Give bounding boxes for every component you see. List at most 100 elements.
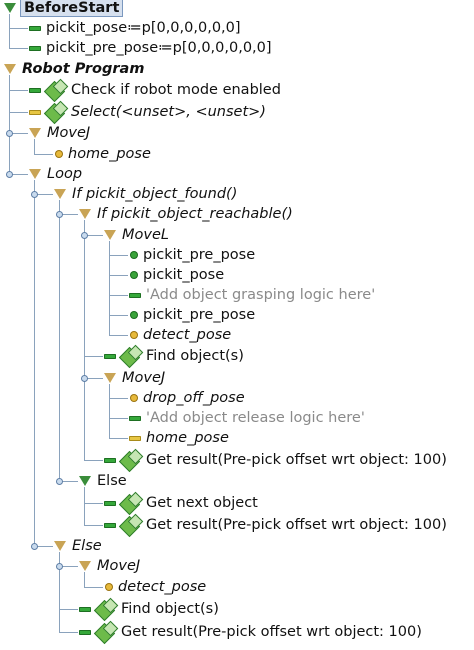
tree-node-wp-pickit-pre-pose-1[interactable]: pickit_pre_pose (129, 245, 255, 265)
tree-node-label: Get next object (146, 495, 258, 511)
waypoint-icon (131, 252, 137, 258)
tree-node-comment-release[interactable]: 'Add object release logic here' (129, 408, 365, 428)
pickit-icon (121, 347, 141, 365)
tree-connector (109, 315, 128, 316)
tree-connector (84, 525, 103, 526)
tree-node-label: MoveL (122, 227, 169, 243)
tree-node-find-objects-2[interactable]: Find object(s) (79, 599, 219, 619)
tree-node-movel[interactable]: MoveL (104, 225, 169, 245)
expand-toggle[interactable] (6, 130, 13, 137)
tree-node-label: MoveJ (97, 558, 141, 574)
tree-node-label: pickit_pre_pose≔p[0,0,0,0,0,0] (46, 40, 272, 56)
tree-guide (59, 200, 60, 481)
expand-toggle[interactable] (6, 171, 13, 178)
tree-node-if-object-reachable[interactable]: If pickit_object_reachable() (79, 204, 293, 224)
tree-node-label: Else (97, 473, 127, 489)
assignment-icon (104, 500, 116, 506)
tree-connector (84, 587, 103, 588)
assignment-icon (129, 415, 141, 421)
tree-node-assign-pickit-pre-pose[interactable]: pickit_pre_pose≔p[0,0,0,0,0,0] (29, 38, 272, 58)
tree-node-comment-grasping[interactable]: 'Add object grasping logic here' (129, 285, 375, 305)
tree-node-get-result-1[interactable]: Get result(Pre-pick offset wrt object: 1… (104, 450, 447, 470)
assignment-icon (104, 457, 116, 463)
pickit-icon (96, 623, 116, 641)
expand-triangle-icon (54, 541, 66, 551)
tree-node-select-unset[interactable]: Select(<unset>, <unset>) (29, 102, 266, 122)
expand-toggle[interactable] (31, 543, 38, 550)
tree-connector (84, 503, 103, 504)
expand-toggle[interactable] (56, 563, 63, 570)
tree-node-label: MoveJ (122, 370, 166, 386)
tree-node-get-result-3[interactable]: Get result(Pre-pick offset wrt object: 1… (79, 622, 422, 642)
pickit-icon (121, 494, 141, 512)
tree-node-get-next-object[interactable]: Get next object (104, 493, 258, 513)
tree-guide (34, 180, 35, 546)
expand-toggle[interactable] (56, 478, 63, 485)
tree-node-if-object-found[interactable]: If pickit_object_found() (54, 184, 237, 204)
tree-connector (34, 154, 53, 155)
tree-guide (84, 220, 85, 378)
tree-node-else-2[interactable]: Else (54, 536, 102, 556)
waypoint-icon (106, 584, 112, 590)
tree-node-check-robot-mode[interactable]: Check if robot mode enabled (29, 80, 281, 100)
tree-guide (9, 75, 10, 112)
tree-node-loop[interactable]: Loop (29, 164, 82, 184)
expand-toggle[interactable] (81, 232, 88, 239)
tree-node-label: MoveJ (47, 125, 91, 141)
tree-node-wp-home-pose-2[interactable]: home_pose (129, 428, 229, 448)
tree-connector (84, 356, 103, 357)
tree-guide (9, 75, 10, 133)
waypoint-icon (131, 395, 137, 401)
pickit-icon (46, 103, 66, 121)
tree-node-movej-3[interactable]: MoveJ (79, 556, 140, 576)
tree-guide (59, 552, 60, 609)
tree-node-assign-pickit-pose[interactable]: pickit_pose≔p[0,0,0,0,0,0] (29, 18, 241, 38)
tree-node-label: If pickit_object_found() (72, 186, 238, 202)
expand-triangle-icon (104, 373, 116, 383)
tree-guide (109, 384, 110, 438)
expand-triangle-icon (79, 476, 91, 486)
expand-triangle-icon (79, 561, 91, 571)
tree-node-wp-drop-off-pose[interactable]: drop_off_pose (129, 388, 245, 408)
tree-node-else-1[interactable]: Else (79, 471, 127, 491)
tree-node-robot-program[interactable]: Robot Program (4, 59, 144, 79)
tree-node-label: Find object(s) (121, 601, 219, 617)
assignment-icon (104, 353, 116, 359)
tree-node-label: Get result(Pre-pick offset wrt object: 1… (146, 517, 447, 533)
expand-triangle-icon (29, 128, 41, 138)
tree-connector (109, 418, 128, 419)
tree-connector (109, 398, 128, 399)
tree-guide (9, 75, 10, 174)
tree-guide (84, 220, 85, 356)
tree-node-label: Robot Program (22, 61, 145, 77)
tree-node-movej-1[interactable]: MoveJ (29, 123, 90, 143)
assignment-icon (104, 522, 116, 528)
waypoint-icon (131, 272, 137, 278)
tree-node-wp-pickit-pose[interactable]: pickit_pose (129, 265, 224, 285)
assignment-icon (29, 45, 41, 51)
expand-toggle[interactable] (56, 211, 63, 218)
tree-node-label: Get result(Pre-pick offset wrt object: 1… (146, 452, 447, 468)
expand-triangle-icon (54, 189, 66, 199)
tree-node-label: pickit_pre_pose (143, 307, 256, 323)
tree-node-wp-pickit-pre-pose-2[interactable]: pickit_pre_pose (129, 305, 255, 325)
expand-toggle[interactable] (31, 191, 38, 198)
assignment-icon (129, 292, 141, 298)
pickit-icon (121, 451, 141, 469)
tree-connector (109, 275, 128, 276)
tree-node-wp-detect-pose-1[interactable]: detect_pose (129, 325, 231, 345)
expand-toggle[interactable] (81, 375, 88, 382)
tree-connector (84, 460, 103, 461)
waypoint-icon (131, 312, 137, 318)
tree-node-movej-2[interactable]: MoveJ (104, 368, 165, 388)
tree-node-wp-detect-pose-2[interactable]: detect_pose (104, 577, 206, 597)
tree-node-before-start[interactable]: BeforeStart (4, 0, 124, 18)
tree-node-label: pickit_pre_pose (143, 247, 256, 263)
tree-node-get-result-2[interactable]: Get result(Pre-pick offset wrt object: 1… (104, 515, 447, 535)
tree-node-label: Find object(s) (146, 348, 244, 364)
tree-node-label: pickit_pose≔p[0,0,0,0,0,0] (46, 20, 241, 36)
expand-triangle-icon (29, 169, 41, 179)
tree-node-find-objects-1[interactable]: Find object(s) (104, 346, 244, 366)
tree-node-home-pose-1[interactable]: home_pose (54, 144, 151, 164)
